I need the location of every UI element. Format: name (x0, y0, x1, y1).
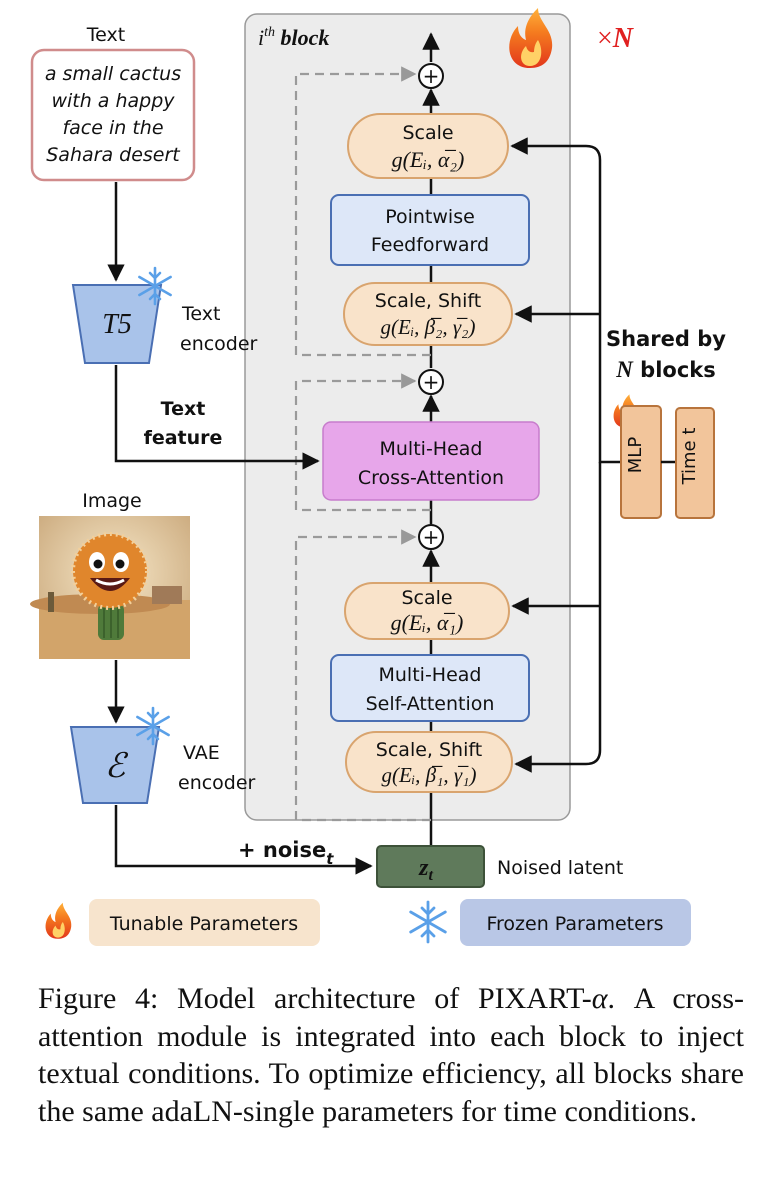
text-feature-label-line2: feature (144, 427, 223, 449)
vae-label: VAE (183, 742, 220, 764)
architecture-diagram: ith block ×N + + + (30, 8, 726, 946)
self-attention-module: Multi-Head Self-Attention (330, 654, 530, 722)
residual-add-top: + (418, 63, 444, 89)
vae-encoder: ℰ (69, 726, 161, 804)
flame-icon-legend (45, 902, 72, 939)
noised-latent-label: Noised latent (497, 857, 623, 879)
caption-text-before: Model architecture of (158, 982, 478, 1015)
svg-text:Feedforward: Feedforward (371, 234, 489, 256)
text-encoder-label-line2: encoder (180, 333, 258, 355)
pointwise-feedforward-module: Pointwise Feedforward (330, 194, 530, 266)
svg-text:Scale: Scale (401, 587, 452, 609)
svg-text:+: + (423, 64, 440, 88)
svg-text:Sahara desert: Sahara desert (46, 144, 181, 166)
svg-text:ℰ: ℰ (105, 748, 129, 785)
scale-shift-module-2: Scale, Shift g(Eᵢ, β̅₂, γ̅₂) (343, 282, 513, 346)
residual-add-bottom: + (418, 524, 444, 550)
svg-text:zt: zt (418, 855, 433, 884)
text-feature-label: Text (161, 398, 206, 420)
block-title: ith block (258, 25, 329, 50)
svg-text:Tunable Parameters: Tunable Parameters (109, 913, 298, 935)
svg-text:Multi-Head: Multi-Head (380, 438, 483, 460)
cross-attention-module: Multi-Head Cross-Attention (322, 421, 540, 501)
snowflake-icon-t5 (138, 266, 172, 306)
text-encoder-label: Text (181, 303, 220, 325)
svg-text:Frozen Parameters: Frozen Parameters (486, 913, 663, 935)
figure-caption: Figure 4: Model architecture of PIXART-α… (38, 980, 744, 1130)
caption-figure-label: Figure 4: (38, 982, 159, 1015)
snowflake-icon-vae (136, 706, 170, 746)
time-module: Time t (675, 407, 715, 519)
svg-text:face in the: face in the (62, 117, 163, 139)
svg-text:g(Eᵢ, β̅₂, γ̅₂): g(Eᵢ, β̅₂, γ̅₂) (381, 315, 476, 339)
svg-text:Scale, Shift: Scale, Shift (375, 290, 481, 312)
vae-label-line2: encoder (178, 772, 256, 794)
shared-blocks-label: N blocks (615, 357, 716, 382)
text-input-label: Text (86, 24, 125, 46)
caption-model-alpha: α (591, 982, 608, 1015)
scale-module-alpha1: Scale g(Eᵢ, α̅₁) (344, 582, 510, 640)
shared-by-label: Shared by (606, 327, 726, 351)
svg-text:a small cactus: a small cactus (45, 63, 181, 85)
mlp-module: MLP (620, 405, 662, 519)
svg-text:Scale, Shift: Scale, Shift (376, 739, 482, 761)
svg-text:Time t: Time t (679, 428, 700, 486)
svg-text:Multi-Head: Multi-Head (379, 664, 482, 686)
svg-text:+: + (423, 370, 440, 394)
svg-text:Cross-Attention: Cross-Attention (358, 467, 504, 489)
flame-icon-block (509, 8, 553, 68)
svg-text:Pointwise: Pointwise (385, 206, 475, 228)
text-prompt-box: a small cactus with a happy face in the … (30, 48, 196, 182)
t5-encoder: T5 (71, 284, 163, 364)
svg-text:+: + (423, 525, 440, 549)
caption-model-name: PIXART- (477, 982, 592, 1015)
image-label: Image (82, 490, 142, 512)
cactus-image (30, 516, 190, 659)
noise-label: + noiset (238, 838, 334, 868)
svg-text:T5: T5 (102, 309, 132, 340)
svg-text:g(Eᵢ, β̅₁, γ̅₁): g(Eᵢ, β̅₁, γ̅₁) (382, 763, 477, 787)
svg-text:g(Eᵢ, α̅₂): g(Eᵢ, α̅₂) (392, 147, 465, 172)
svg-text:g(Eᵢ, α̅₁): g(Eᵢ, α̅₁) (391, 610, 464, 635)
legend-tunable: Tunable Parameters (89, 899, 320, 946)
svg-text:Scale: Scale (402, 122, 453, 144)
caption-text-after: . A cross-attention module is integrated… (38, 982, 744, 1128)
legend-frozen: Frozen Parameters (460, 899, 691, 946)
svg-text:MLP: MLP (625, 437, 646, 474)
svg-text:Self-Attention: Self-Attention (366, 693, 495, 715)
snowflake-icon-legend (409, 900, 447, 944)
scale-module-alpha2: Scale g(Eᵢ, α̅₂) (347, 113, 509, 179)
residual-add-middle: + (418, 369, 444, 395)
scale-shift-module-1: Scale, Shift g(Eᵢ, β̅₁, γ̅₁) (345, 731, 513, 793)
repeat-n-label: ×N (597, 23, 635, 54)
svg-text:with a happy: with a happy (51, 90, 175, 112)
noised-latent: zt (376, 845, 485, 888)
